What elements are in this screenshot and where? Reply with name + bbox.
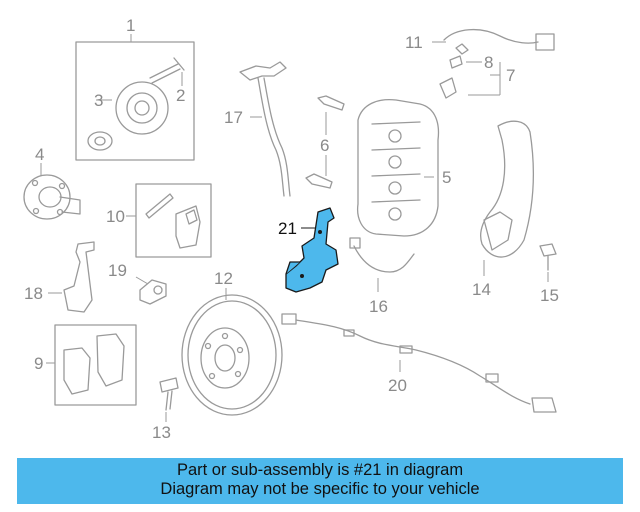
- callout-13: 13: [152, 423, 171, 442]
- callout-19: 19: [108, 261, 127, 280]
- part-15-bolt: [539, 243, 557, 282]
- callout-2: 2: [176, 86, 185, 105]
- part-17-brake-hose: [239, 61, 291, 197]
- part-5-brake-caliper: [356, 98, 440, 237]
- part-12-brake-rotor: [181, 288, 283, 416]
- callout-16: 16: [369, 297, 388, 316]
- part-9-brake-pads: [46, 324, 137, 406]
- part-11-wear-sensor: [432, 29, 555, 55]
- callout-21: 21: [278, 219, 297, 238]
- part-14-brake-shield: [480, 120, 535, 276]
- callout-10: 10: [106, 207, 125, 226]
- part-6-bolt: [305, 95, 345, 189]
- part-20-sensor-cable: [281, 313, 557, 413]
- callout-18: 18: [24, 284, 43, 303]
- part-19-sensor: [135, 276, 167, 305]
- part-4-wheel-hub: [23, 163, 81, 220]
- callout-3: 3: [94, 91, 103, 110]
- banner-line-1: Part or sub-assembly is #21 in diagram: [176, 461, 464, 479]
- callout-20: 20: [388, 376, 407, 395]
- part-7-8-bleeder: [439, 55, 501, 99]
- callout-11: 11: [405, 33, 423, 52]
- part-18-bracket: [48, 241, 95, 313]
- callout-15: 15: [540, 286, 559, 305]
- callout-7: 7: [506, 66, 515, 85]
- callout-14: 14: [472, 280, 491, 299]
- callout-17: 17: [224, 108, 243, 127]
- part-1-hub-assembly: [75, 34, 195, 161]
- callout-5: 5: [442, 168, 451, 187]
- callout-12: 12: [214, 269, 233, 288]
- part-16-sensor-wire: [349, 237, 415, 292]
- callout-6: 6: [320, 136, 329, 155]
- part-13-bolt: [159, 377, 179, 422]
- part-10-pad-hardware: [126, 183, 212, 258]
- part-21-highlighted-bracket: [285, 207, 339, 293]
- info-banner: Part or sub-assembly is #21 in diagram D…: [17, 458, 623, 504]
- banner-line-2: Diagram may not be specific to your vehi…: [160, 480, 480, 498]
- callout-4: 4: [35, 145, 44, 164]
- callout-1: 1: [126, 16, 135, 35]
- callout-8: 8: [484, 53, 493, 72]
- callout-9: 9: [34, 354, 43, 373]
